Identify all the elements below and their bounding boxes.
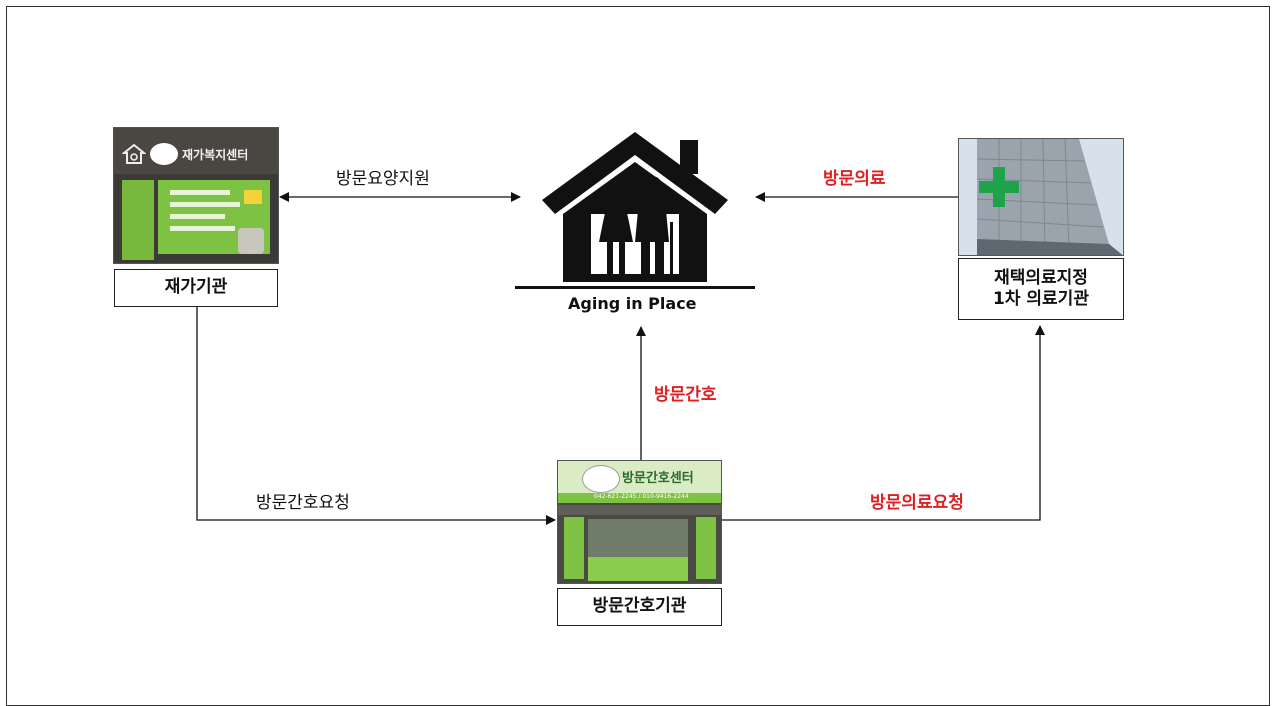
clinic-label-line1: 재택의료지정 <box>994 267 1088 288</box>
home-care-sign-text: 재가복지센터 <box>182 148 249 162</box>
edge-label-medical-request: 방문의료요청 <box>870 493 964 513</box>
home-care-facility-photo: 재가복지센터 <box>113 127 279 264</box>
clinic-label: 재택의료지정 1차 의료기관 <box>958 258 1124 320</box>
edge-home-care-to-nursing <box>196 307 556 525</box>
home-care-facility-label: 재가기관 <box>114 269 278 307</box>
nursing-facility-label: 방문간호기관 <box>557 588 722 626</box>
edge-label-nursing-request: 방문간호요청 <box>256 493 350 513</box>
green-cross-icon <box>979 167 1019 207</box>
masked-logo <box>150 143 178 165</box>
clinic-label-line2: 1차 의료기관 <box>993 289 1089 309</box>
clinic-building-photo <box>958 138 1124 256</box>
edge-label-home-visit-nursing: 방문간호 <box>654 385 717 405</box>
edge-label-home-visit-care: 방문요양지원 <box>336 169 430 189</box>
nursing-sign-text: 방문간호센터 <box>622 471 694 486</box>
house-with-elderly-couple-icon <box>515 132 755 289</box>
edge-label-home-visit-medical: 방문의료 <box>823 169 886 189</box>
house-logo-icon <box>122 143 146 164</box>
nursing-phone-text: 042-621-2245 / 010-9416-2244 <box>594 493 689 500</box>
nursing-center-photo: 방문간호센터 042-621-2245 / 010-9416-2244 <box>557 460 722 584</box>
masked-logo <box>582 465 620 493</box>
aging-in-place-caption: Aging in Place <box>568 294 697 313</box>
edge-nursing-to-clinic <box>722 325 1045 521</box>
